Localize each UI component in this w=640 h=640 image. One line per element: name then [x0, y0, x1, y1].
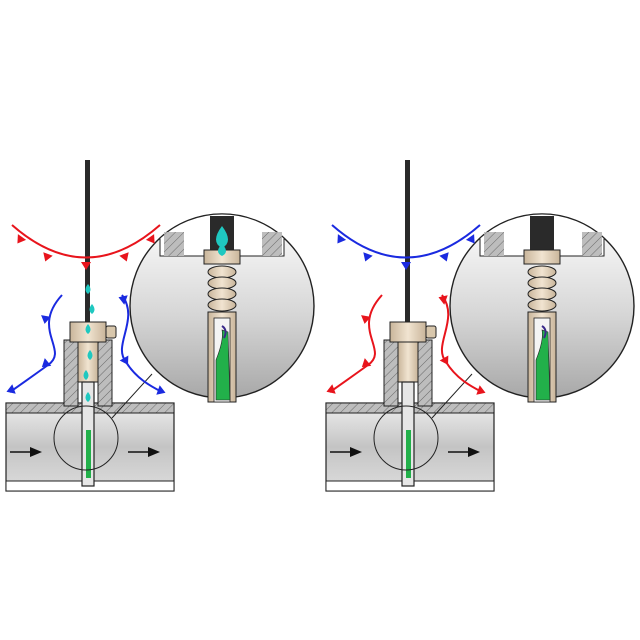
outer-flow-arrowhead	[145, 234, 155, 244]
sensor-cable	[405, 160, 410, 330]
magnifier-bellows-ring	[207, 265, 237, 279]
boss-wall-right	[97, 339, 113, 407]
pipe-flow-arrow-head	[30, 447, 42, 457]
magnifier-wall-hatch-left	[164, 232, 184, 256]
magnifier-fitting-collar	[523, 249, 561, 265]
condensation-droplets	[83, 226, 228, 402]
side-flow-arrowhead	[156, 385, 166, 395]
magnifier-sensor-wire	[541, 325, 547, 339]
boss-wall-right	[417, 339, 433, 407]
outer-flow-arrowhead	[43, 252, 53, 262]
outer-flow-arrowhead	[337, 234, 347, 244]
airflow-arcs	[326, 224, 486, 395]
magnifier-cable	[530, 216, 554, 250]
detail-magnifier	[129, 213, 315, 403]
magnifier-bellows-ring	[527, 287, 557, 301]
fitting-screw	[425, 325, 437, 339]
side-flow-arrowhead	[476, 385, 486, 395]
magnifier-droplet	[216, 226, 228, 248]
magnifier-bellows-ring	[207, 276, 237, 290]
side-flow-arrowhead	[41, 315, 51, 324]
side-flow-arc-left	[329, 294, 383, 393]
pipe-flow-arrow-head	[148, 447, 160, 457]
sensor-cable	[85, 160, 90, 330]
droplet	[85, 324, 91, 334]
sensor-element	[86, 430, 91, 478]
thermowell	[81, 381, 95, 487]
detail-source-circle	[53, 405, 119, 471]
magnifier-bellows-ring	[207, 287, 237, 301]
side-flow-arrowhead	[361, 358, 372, 368]
detail-magnifier	[449, 213, 635, 403]
magnifier-wall-hatch-right	[582, 232, 602, 256]
magnifier-bellows-ring	[207, 298, 237, 312]
magnifier-bellows-ring	[527, 276, 557, 290]
droplet	[87, 350, 93, 360]
side-flow-arrowhead	[41, 358, 52, 368]
magnifier-bellows-ring	[527, 298, 557, 312]
side-flow-arrowhead	[119, 355, 129, 365]
side-flow-arrowhead	[118, 295, 128, 305]
magnifier-droplet	[218, 244, 226, 256]
outer-flow-arrowhead	[119, 252, 129, 262]
magnifier-wall-hatch-right	[262, 232, 282, 256]
droplet	[83, 370, 89, 380]
outer-flow-arrowhead	[401, 262, 411, 270]
side-flow-arrowhead	[439, 355, 449, 365]
pipe-flow-arrow-head	[468, 447, 480, 457]
side-flow-arrowhead	[326, 384, 336, 394]
boss-wall-left	[63, 339, 79, 407]
outer-flow-arc	[11, 224, 161, 259]
droplet	[85, 392, 91, 402]
outer-flow-arrowhead	[81, 262, 91, 270]
thermowell	[401, 381, 415, 487]
side-flow-arrowhead	[361, 315, 371, 324]
fitting-body	[397, 341, 419, 383]
fitting-nut	[389, 321, 427, 343]
compression-fitting	[389, 321, 437, 383]
outer-flow-arrowhead	[17, 234, 27, 244]
sensor-element	[406, 430, 411, 478]
panel-right	[325, 160, 635, 492]
side-flow-arc-left	[9, 294, 63, 393]
magnifier-bellows-ring	[527, 265, 557, 279]
droplet	[89, 304, 95, 314]
outer-flow-arrowhead	[439, 252, 449, 262]
boss-wall-left	[383, 339, 399, 407]
droplet	[85, 284, 91, 294]
airflow-arcs	[6, 224, 166, 395]
magnifier-sensor-wire	[221, 325, 227, 339]
outer-flow-arrowhead	[465, 234, 475, 244]
side-flow-arrowhead	[6, 384, 16, 394]
outer-flow-arrowhead	[363, 252, 373, 262]
side-flow-arrowhead	[438, 295, 448, 305]
fitting-screw	[105, 325, 117, 339]
panel-left	[5, 160, 315, 492]
pipe-flow-arrow-head	[350, 447, 362, 457]
detail-source-circle	[373, 405, 439, 471]
magnifier-wall-hatch-left	[484, 232, 504, 256]
outer-flow-arc	[331, 224, 481, 259]
compression-fitting	[69, 321, 117, 383]
